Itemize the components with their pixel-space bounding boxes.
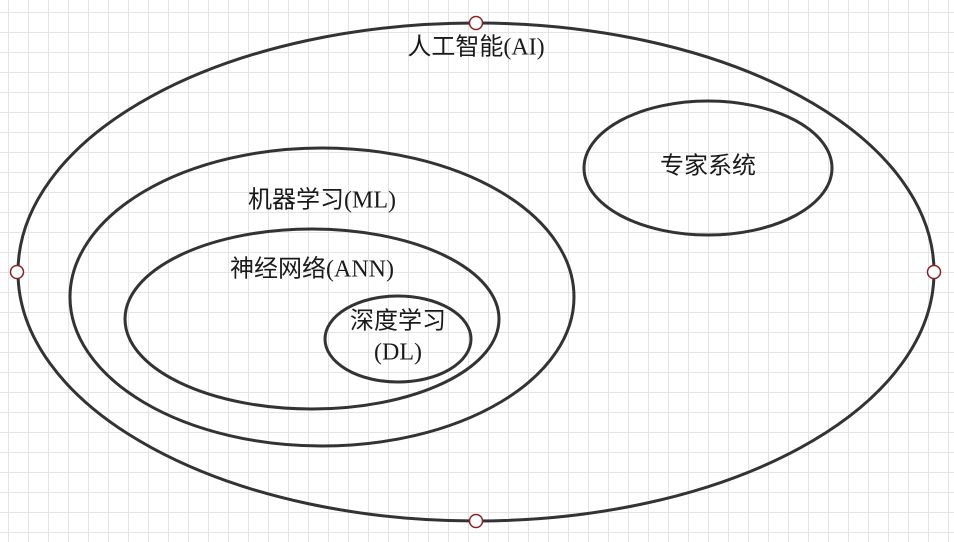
resize-handle-top[interactable] <box>468 15 484 31</box>
ml-ellipse[interactable] <box>68 146 576 448</box>
ai-set[interactable]: 人工智能(AI) <box>16 21 936 523</box>
resize-handle-right[interactable] <box>926 264 942 280</box>
ann-ellipse[interactable] <box>123 227 501 411</box>
resize-handle-left[interactable] <box>9 264 25 280</box>
expert-systems-label: 专家系统 <box>660 153 756 180</box>
expert-systems-set[interactable]: 专家系统 <box>582 99 834 237</box>
ai-ellipse[interactable] <box>16 21 936 523</box>
dl-ellipse[interactable] <box>323 294 473 384</box>
resize-handle-bottom[interactable] <box>468 513 484 529</box>
dl-label-line2: (DL) <box>374 340 422 366</box>
ann-set[interactable]: 神经网络(ANN) <box>123 227 501 411</box>
expert-systems-ellipse[interactable] <box>582 99 834 237</box>
ml-label: 机器学习(ML) <box>248 187 396 214</box>
ann-label: 神经网络(ANN) <box>230 256 394 283</box>
ai-label: 人工智能(AI) <box>407 34 544 61</box>
dl-label-line1: 深度学习 <box>350 308 446 335</box>
ml-set[interactable]: 机器学习(ML) <box>68 146 576 448</box>
dl-set[interactable]: 深度学习 (DL) <box>323 294 473 384</box>
